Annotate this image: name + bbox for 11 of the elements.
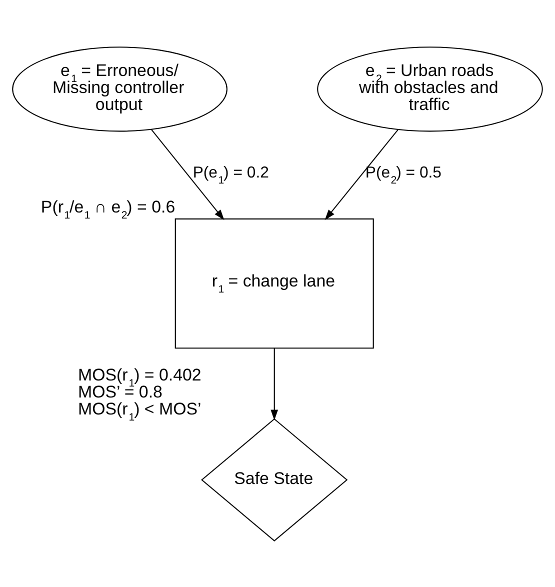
- edge-label: P(e$_{2}$) = 0.5: [365, 164, 442, 186]
- node-label: MOS(r$_{1}$) < MOS’: [78, 399, 202, 424]
- edge-label: P(e$_{1}$) = 0.2: [192, 164, 269, 186]
- arrow: [324, 128, 399, 220]
- node-ellipse: e$_{1}$ = Erroneous/ Missing controller output: [12, 46, 228, 132]
- node-box: r$_{1}$ = change lane: [174, 218, 374, 348]
- arrow: [270, 348, 278, 420]
- node-ellipse: e$_{2}$ = Urban roads with obstacles and traffic: [317, 46, 543, 132]
- arrow: [151, 128, 224, 220]
- node-label: P(r$_{1}$/e$_{1}$ ∩ e$_{2}$) = 0.6: [40, 196, 176, 221]
- node-diamond: Safe State: [201, 418, 348, 541]
